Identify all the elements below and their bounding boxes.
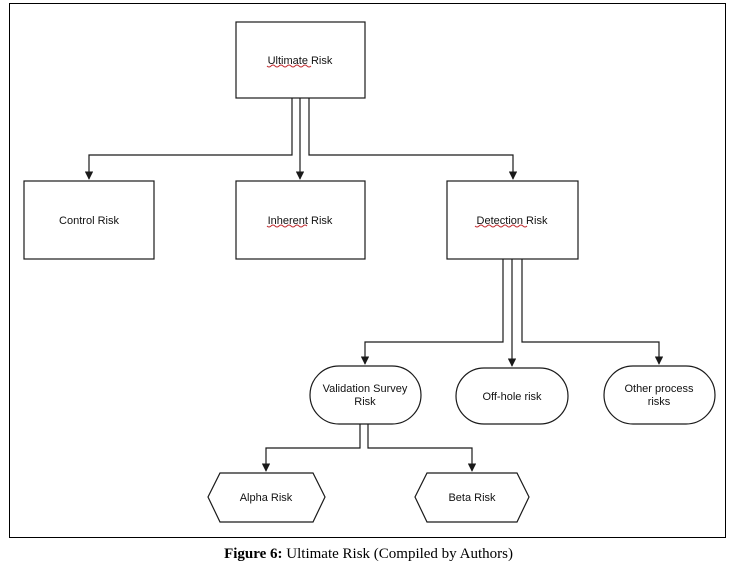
validation-connectors	[261, 424, 477, 472]
ultimate-connectors	[84, 98, 518, 180]
ultimate-risk-node: Ultimate Risk	[235, 21, 366, 99]
detection-risk-node: Detection Risk	[446, 180, 579, 260]
connector-to-control	[84, 98, 293, 180]
alpha-risk-node: Alpha Risk	[207, 472, 326, 523]
beta-risk-label: Beta Risk	[448, 492, 496, 504]
off-hole-risk-label: Off-hole risk	[482, 391, 542, 403]
spellcheck-underline	[266, 64, 312, 68]
inherent-risk-label: Inherent Risk	[268, 215, 333, 227]
spellcheck-underline	[474, 224, 528, 228]
connector-to-beta	[367, 424, 477, 472]
other-process-risks-node: Other process risks	[603, 365, 716, 425]
connector-to-alpha	[261, 424, 361, 472]
caption-label: Figure 6:	[224, 546, 283, 562]
diagram-canvas: Ultimate Risk Control Risk Inherent Risk…	[23, 21, 716, 523]
control-risk-node: Control Risk	[23, 180, 155, 260]
validation-label-line2: Risk	[354, 396, 376, 408]
connector-to-validation	[360, 259, 504, 365]
connector-to-detection	[308, 98, 518, 180]
spellcheck-underline	[266, 224, 308, 228]
inherent-risk-node: Inherent Risk	[235, 180, 366, 260]
connector-to-other-process	[521, 259, 664, 365]
other-label-line2: risks	[648, 396, 671, 408]
caption-text: Ultimate Risk (Compiled by Authors)	[282, 546, 513, 562]
beta-risk-node: Beta Risk	[414, 472, 530, 523]
detection-risk-label: Detection Risk	[477, 215, 548, 227]
other-label-line1: Other process	[624, 383, 694, 395]
off-hole-risk-node: Off-hole risk	[455, 367, 569, 425]
validation-label-line1: Validation Survey	[323, 383, 408, 395]
alpha-risk-label: Alpha Risk	[240, 492, 293, 504]
ultimate-risk-label: Ultimate Risk	[268, 55, 333, 67]
validation-survey-risk-node: Validation Survey Risk	[309, 365, 422, 425]
control-risk-label: Control Risk	[59, 215, 119, 227]
figure-caption: Figure 6: Ultimate Risk (Compiled by Aut…	[0, 546, 737, 563]
figure-frame	[9, 3, 726, 538]
detection-connectors	[360, 259, 664, 367]
